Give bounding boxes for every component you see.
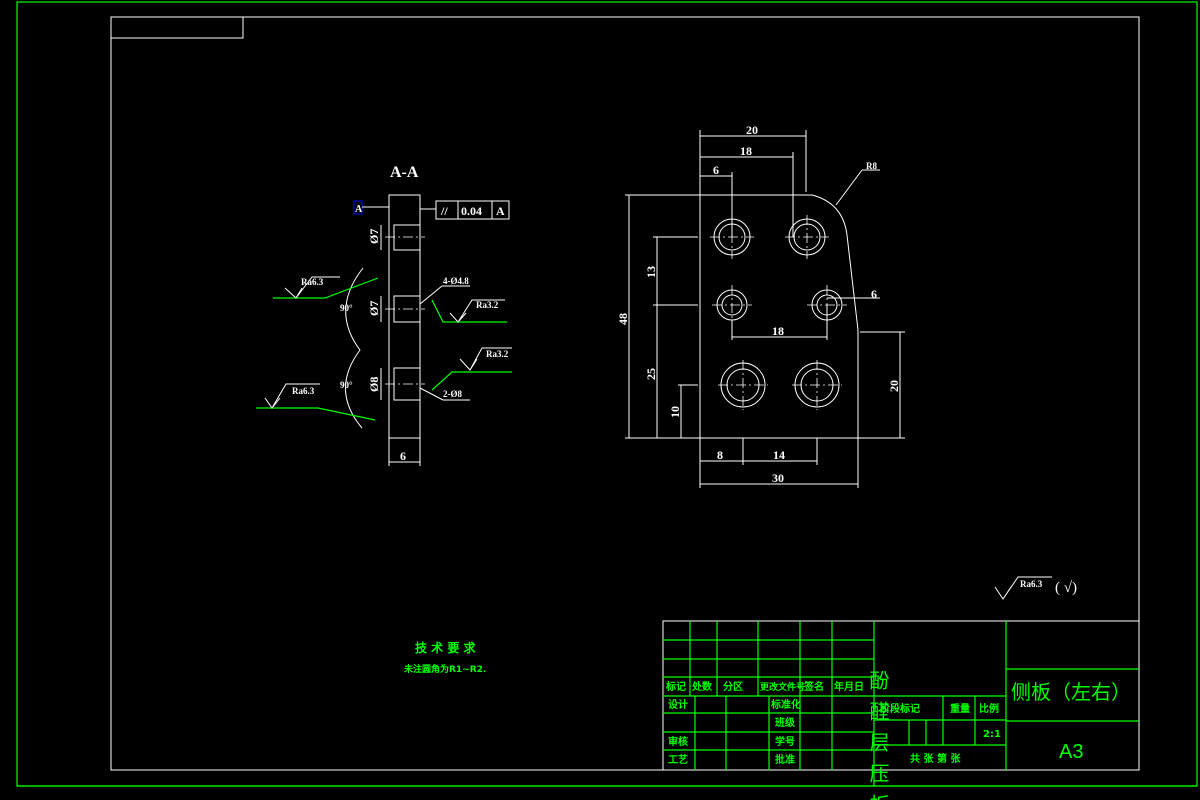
dim-b30: 30 [772, 471, 784, 485]
roughness-r2: Ra3.2 [476, 300, 499, 310]
dim-top20: 20 [746, 123, 758, 137]
dim-b14: 14 [773, 448, 785, 462]
general-roughness-value: Ra6.3 [1020, 579, 1043, 589]
tech-req-line1: 未注圆角为R1~R2. [403, 663, 486, 675]
datum-label: A [355, 204, 363, 215]
dim-thickness: 6 [400, 449, 406, 463]
header-mark: 标记 [665, 680, 686, 693]
header-count: 处数 [691, 680, 713, 693]
header-signature: 签名 [803, 680, 824, 693]
label-class: 班级 [775, 716, 796, 729]
header-change-doc: 更改文件号 [760, 681, 805, 693]
inner-frame [110, 16, 1140, 771]
header-date: 年月日 [834, 680, 864, 693]
label-scale: 比例 [979, 702, 999, 715]
part-outline [699, 194, 859, 439]
scale-value: 2:1 [983, 729, 1001, 740]
angle-label: 90° [340, 380, 353, 390]
callout-holes2: 2-Ø8 [443, 389, 462, 399]
dim-v25: 25 [644, 368, 658, 380]
roughness-r3: Ra3.2 [486, 349, 509, 359]
label-stage: 阶段标记 [880, 702, 920, 715]
label-process: 工艺 [668, 753, 688, 766]
general-roughness-rest: ( √) [1055, 580, 1077, 596]
header-zone: 分区 [723, 680, 743, 693]
sheet-count: 共 张 第 张 [910, 752, 961, 765]
tolerance-datum: A [496, 204, 505, 218]
label-approve: 批准 [775, 753, 795, 766]
front-view: 20 18 6 48 13 25 10 20 18 6 8 14 30 R8 [616, 123, 905, 488]
drawing-number: A3 [1059, 741, 1083, 763]
tolerance-symbol: // [440, 204, 448, 218]
roughness-r4: Ra6.3 [292, 386, 315, 396]
dim-h48: 48 [616, 313, 630, 325]
dim-v10: 10 [668, 406, 682, 418]
section-view: A-A Ø7 Ø7 Ø8 A // 0.04 A 90° 90° 6 4-Ø4.… [256, 164, 512, 466]
roughness-r1: Ra6.3 [301, 277, 324, 287]
callout-holes1: 4-Ø4.8 [443, 276, 469, 286]
label-design: 设计 [668, 698, 688, 711]
dim-d2: Ø7 [367, 301, 381, 316]
dim-d1: Ø7 [367, 229, 381, 244]
section-title: A-A [390, 164, 419, 181]
general-roughness: Ra6.3 ( √) [994, 576, 1077, 600]
dim-r20: 20 [887, 380, 901, 392]
corner-box [110, 16, 244, 39]
angle-label: 90° [340, 303, 353, 313]
label-student-no: 学号 [775, 735, 795, 748]
holes [710, 215, 847, 410]
tolerance-frame [435, 200, 510, 220]
label-standard: 标准化 [770, 698, 801, 711]
dim-b8: 8 [717, 448, 723, 462]
dim-top6: 6 [713, 163, 719, 177]
dim-right6: 6 [871, 287, 877, 301]
label-review: 审核 [668, 735, 688, 748]
label-weight: 重量 [950, 702, 970, 715]
dim-mid18: 18 [772, 324, 784, 338]
material: 酚醛层压板 [866, 670, 890, 800]
part-name: 侧板（左右） [1011, 680, 1131, 704]
dim-v13: 13 [644, 266, 658, 278]
tech-req-title: 技 术 要 求 [415, 640, 477, 655]
dim-d3: Ø8 [367, 377, 381, 392]
dim-top18: 18 [740, 144, 752, 158]
dim-radius: R8 [866, 161, 877, 171]
tolerance-value: 0.04 [461, 204, 482, 218]
hole-section [393, 224, 421, 251]
title-block: 标记 处数 分区 更改文件号 签名 年月日 设计 标准化 班级 审核 学号 工艺… [17, 620, 1197, 800]
